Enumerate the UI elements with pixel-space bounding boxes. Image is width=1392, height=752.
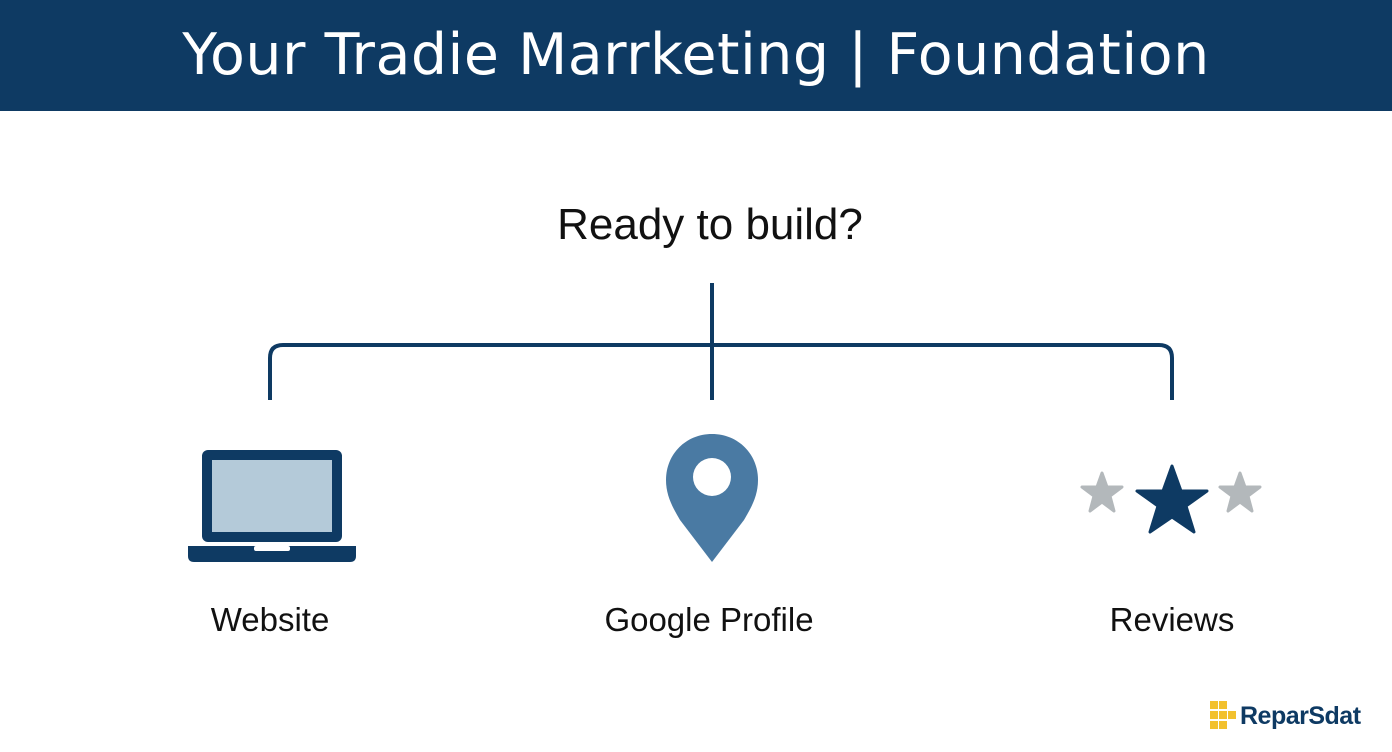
map-pin-icon xyxy=(666,434,758,562)
connector-bracket xyxy=(268,343,1174,400)
logo-mark-icon xyxy=(1210,701,1236,729)
brand-logo: ReparSdat xyxy=(1210,701,1361,731)
header-banner: Your Tradie Marrketing | Foundation xyxy=(0,0,1392,111)
item-label-google-profile: Google Profile xyxy=(604,601,814,638)
item-label-reviews: Reviews xyxy=(1109,601,1235,638)
star-left-icon xyxy=(1080,471,1124,513)
question-heading: Ready to build? xyxy=(557,200,863,249)
laptop-icon xyxy=(188,450,356,562)
star-right-icon xyxy=(1218,471,1262,513)
star-center-icon xyxy=(1135,464,1209,534)
page-title: Your Tradie Marrketing | Foundation xyxy=(182,21,1210,88)
stars-icon xyxy=(1080,464,1262,534)
item-label-website: Website xyxy=(210,601,330,638)
logo-text: ReparSdat xyxy=(1240,701,1361,730)
